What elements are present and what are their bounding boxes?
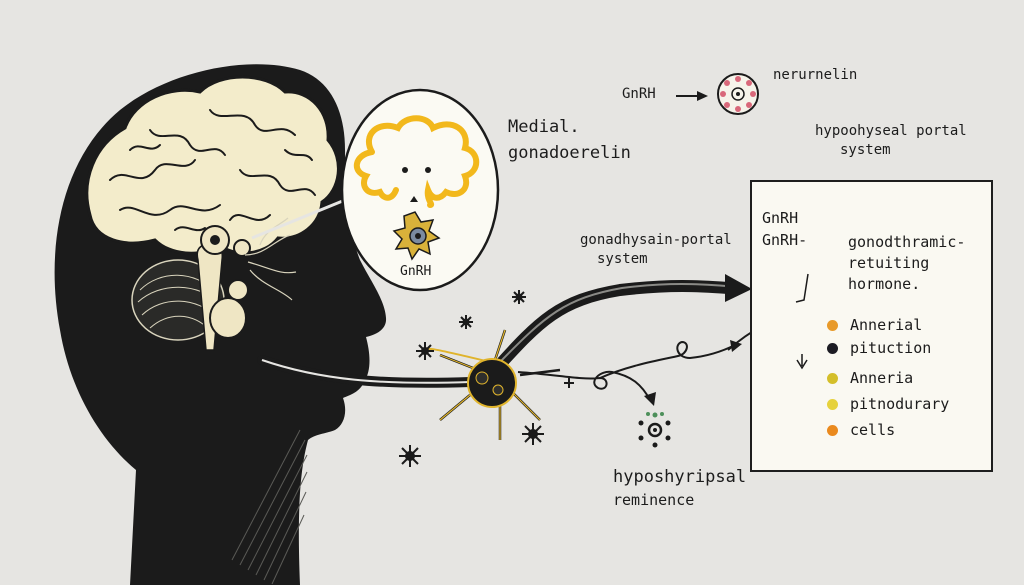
central-neuron-node	[423, 329, 561, 440]
bubble-dot-right	[425, 167, 431, 173]
label-medial: Medial.	[508, 117, 580, 137]
pituitary-node	[227, 279, 249, 301]
curly-arrow-upper	[599, 340, 736, 379]
label-portal-right-2: system	[840, 142, 891, 158]
thalamus-core	[210, 235, 220, 245]
portal-arrowhead	[725, 274, 752, 302]
axon-flow-lower-highlight	[261, 359, 471, 384]
label-portal-mid-1: gonadhysain-portal	[580, 232, 732, 248]
label-neurunelin: nerurnelin	[773, 67, 858, 83]
legend-item: pitnodurary	[827, 395, 949, 413]
curly-arrowhead-upper	[730, 340, 742, 352]
note-gnrh-2: GnRH-	[762, 231, 808, 249]
legend-label: cells	[850, 421, 896, 439]
gnrh-neuron-icon	[392, 211, 441, 261]
label-portal-right-1: hypoohyseal portal	[815, 123, 967, 139]
hypothalamus-outline	[354, 115, 480, 208]
legend-dot	[827, 372, 838, 384]
legend-dot	[827, 398, 838, 410]
legend-label: Annerial	[850, 316, 923, 334]
hypothalamus-node	[233, 239, 251, 257]
legend-dot	[827, 319, 838, 331]
label-reminence: reminence	[613, 491, 695, 509]
brain	[85, 75, 340, 255]
neck-hatching	[231, 429, 308, 585]
gland-node	[209, 297, 247, 339]
note-marks	[795, 273, 809, 370]
note-hormone-2: retuiting	[848, 254, 930, 272]
legend-label: pitnodurary	[850, 395, 950, 413]
down-arrow-icon	[796, 354, 808, 370]
label-hyposhyripsal: hyposhyripsal	[613, 467, 747, 487]
neurunelin-cell-icon	[717, 73, 759, 115]
bubble-dot-center	[410, 196, 418, 202]
legend-dot	[827, 424, 838, 436]
curly-arrowhead-lower	[644, 392, 656, 406]
label-gonadoerelin: gonadoerelin	[508, 143, 631, 163]
legend-label: Anneria	[850, 369, 914, 387]
note-panel: GnRH GnRH- gonodthramic- retuiting hormo…	[750, 180, 993, 472]
portal-arrow-highlight	[499, 283, 727, 363]
brain-folds	[109, 109, 316, 232]
receptor-star-icon	[399, 290, 574, 467]
note-hormone-1: gonodthramic-	[848, 233, 966, 251]
legend-item: pituction	[827, 339, 931, 357]
curly-arrow-lower	[517, 370, 651, 401]
label-portal-mid-2: system	[597, 251, 648, 267]
magnified-bubble	[340, 88, 500, 292]
legend-item: cells	[827, 421, 895, 439]
note-gnrh-1: GnRH	[762, 209, 799, 227]
gnrh-top-arrowhead	[697, 91, 708, 101]
label-gnrh-top: GnRH	[622, 86, 656, 102]
bubble-dot-left	[402, 167, 408, 173]
legend-item: Anneria	[827, 369, 913, 387]
cell-cluster-icon	[638, 412, 671, 448]
note-bracket	[795, 273, 809, 303]
label-gnrh-bubble: GnRH	[400, 264, 432, 279]
legend-dot	[827, 342, 838, 354]
note-hormone-3: hormone.	[848, 275, 921, 293]
legend-item: Annerial	[827, 316, 922, 334]
bubble-connector	[251, 198, 346, 240]
legend-label: pituction	[850, 339, 932, 357]
